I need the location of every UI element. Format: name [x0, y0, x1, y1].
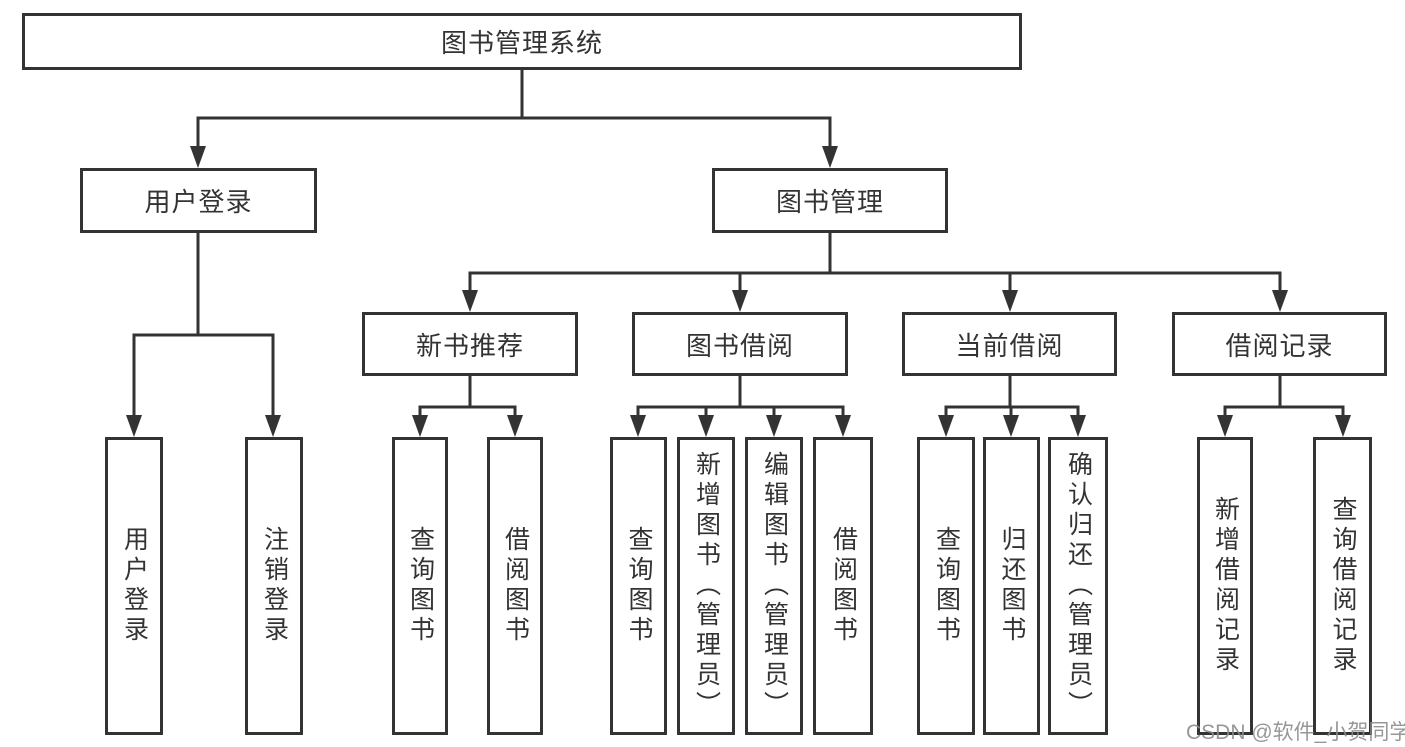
leaf-return-books: 归还图书	[983, 437, 1040, 735]
arrowhead	[1002, 290, 1018, 312]
csdn-watermark: CSDN @软件_小贺同学	[1186, 721, 1405, 744]
arrowhead	[190, 146, 206, 168]
node-book-management: 图书管理	[712, 168, 948, 233]
node-label: 借阅图书	[501, 526, 530, 646]
node-label: 注销登录	[260, 526, 289, 646]
node-label: 用户登录	[120, 526, 149, 646]
node-label: 图书管理	[775, 187, 884, 217]
arrowhead	[822, 146, 838, 168]
node-new-book-recommend: 新书推荐	[362, 312, 578, 376]
arrowhead	[835, 415, 851, 437]
node-label: 图书管理系统	[440, 28, 603, 58]
arrowhead	[1335, 415, 1351, 437]
leaf-edit-books-admin: 编辑图书（管理员）	[745, 437, 803, 735]
node-label: 确认归还（管理员）	[1064, 451, 1093, 721]
leaf-borrow-books-new-recommend: 借阅图书	[487, 437, 543, 735]
edge-book-borrowing-to-leaves	[636, 376, 845, 417]
node-label: 当前借阅	[955, 330, 1064, 361]
arrowhead	[1272, 290, 1288, 312]
arrowhead	[265, 415, 281, 437]
leaf-query-borrow-record: 查询借阅记录	[1313, 437, 1372, 735]
edge-borrowing-records-to-leaves	[1223, 376, 1345, 417]
node-label: 借阅图书	[829, 526, 858, 646]
edge-root-to-level2	[196, 69, 832, 148]
node-label: 归还图书	[998, 526, 1026, 646]
node-borrowing-records: 借阅记录	[1172, 312, 1387, 376]
node-label: 查询图书	[406, 526, 435, 646]
node-label: 查询借阅记录	[1329, 496, 1357, 676]
edge-new-book-recommend-to-leaves	[418, 376, 517, 417]
node-label: 用户登录	[144, 187, 253, 217]
arrowhead	[1070, 415, 1086, 437]
arrowhead	[412, 415, 428, 437]
leaf-logout: 注销登录	[245, 437, 303, 735]
arrowhead	[766, 415, 782, 437]
arrowhead	[732, 290, 748, 312]
arrowhead	[938, 415, 954, 437]
arrowhead	[1217, 415, 1233, 437]
leaf-confirm-return-admin: 确认归还（管理员）	[1048, 437, 1108, 735]
node-label: 借阅记录	[1225, 330, 1334, 361]
edge-user-login-to-leaves	[132, 233, 275, 417]
edge-current-borrowing-to-leaves	[944, 376, 1080, 417]
arrowhead	[507, 415, 523, 437]
leaf-add-borrow-record: 新增借阅记录	[1197, 437, 1253, 735]
node-user-login: 用户登录	[80, 168, 317, 233]
arrowhead	[1003, 415, 1019, 437]
node-library-management-system: 图书管理系统	[22, 13, 1022, 70]
node-label: 查询图书	[932, 526, 961, 646]
node-label: 查询图书	[625, 526, 653, 646]
node-label: 编辑图书（管理员）	[760, 451, 789, 721]
node-label: 新增借阅记录	[1211, 496, 1240, 676]
leaf-query-books-current: 查询图书	[917, 437, 975, 735]
leaf-query-books-new-recommend: 查询图书	[392, 437, 448, 735]
node-label: 图书借阅	[685, 330, 794, 361]
arrowhead	[630, 415, 646, 437]
arrowhead	[126, 415, 142, 437]
node-label: 新书推荐	[415, 330, 524, 361]
leaf-user-login: 用户登录	[105, 437, 163, 735]
leaf-borrow-books-borrowing: 借阅图书	[813, 437, 873, 735]
node-book-borrowing: 图书借阅	[632, 312, 848, 376]
edge-book-management-to-level3	[468, 233, 1282, 292]
arrowhead	[698, 415, 714, 437]
leaf-query-books-borrowing: 查询图书	[610, 437, 667, 735]
node-label: 新增图书（管理员）	[692, 451, 721, 721]
leaf-add-books-admin: 新增图书（管理员）	[677, 437, 735, 735]
node-current-borrowing: 当前借阅	[902, 312, 1117, 376]
arrowhead	[462, 290, 478, 312]
